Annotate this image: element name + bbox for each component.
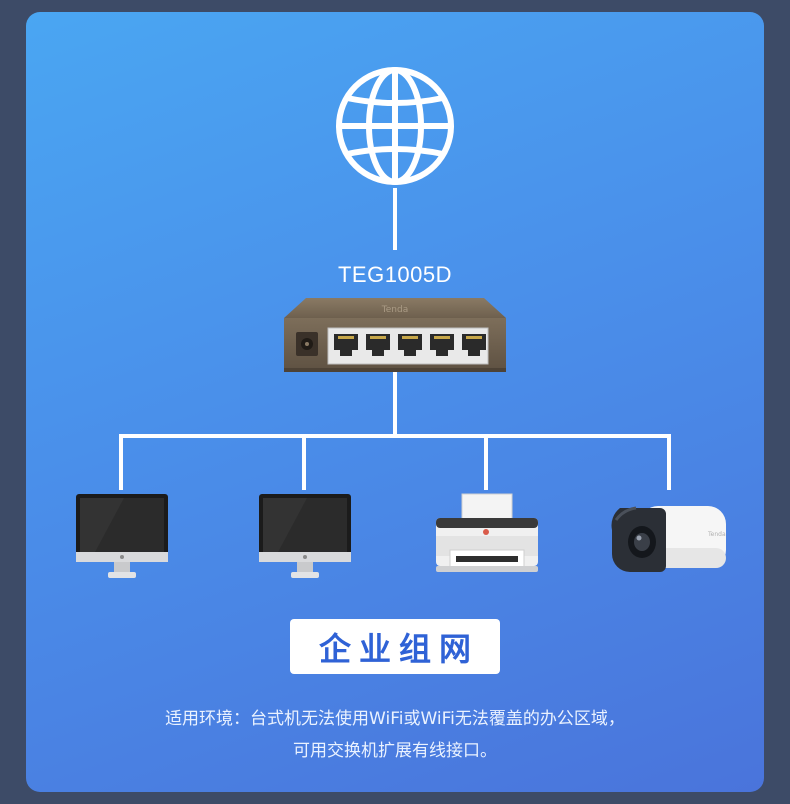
switch-model-label: TEG1005D: [337, 262, 453, 287]
desktop-monitor-icon: [76, 494, 168, 578]
connection-lines: [119, 188, 671, 490]
diagram-title: 企业组网: [318, 629, 479, 668]
network-switch-icon: Tenda: [284, 298, 506, 372]
svg-text:Tenda: Tenda: [707, 531, 726, 538]
description-line-1: 适用环境：台式机无法使用WiFi或WiFi无法覆盖的办公区域，: [165, 709, 625, 729]
ip-camera-icon: Tenda: [611, 506, 726, 572]
description-line-2: 可用交换机扩展有线接口。: [293, 741, 497, 761]
globe-icon: [336, 67, 454, 185]
svg-text:Tenda: Tenda: [381, 305, 408, 315]
title-badge: 企业组网: [290, 619, 500, 674]
desktop-monitor-icon: [259, 494, 351, 578]
printer-icon: [436, 493, 538, 572]
diagram-card: TEG1005D Tenda: [26, 12, 764, 792]
